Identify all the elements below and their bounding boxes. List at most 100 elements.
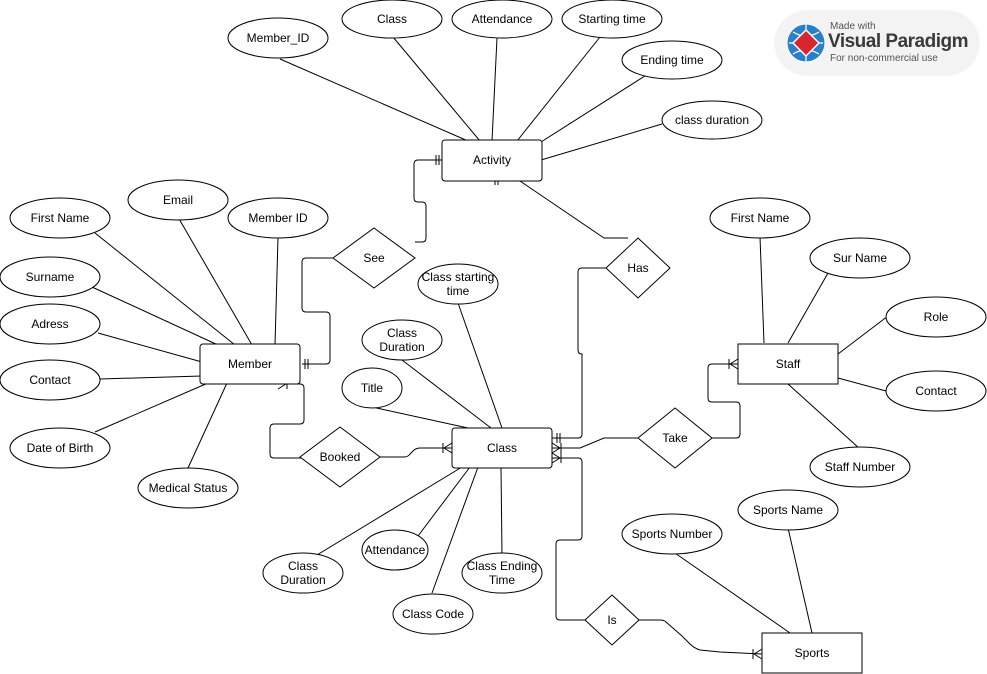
attribute-address: [0, 303, 101, 345]
attribute-label: Class: [377, 12, 407, 26]
attribute-date-of-birth: [9, 427, 111, 469]
cardinality-mark: [551, 452, 562, 464]
connector-line: [787, 383, 861, 450]
attribute-label: Duration: [280, 573, 325, 587]
member-attributes: First Name Email Member ID Surname Adres…: [0, 179, 329, 509]
entity-label: Member: [228, 357, 272, 371]
connector-line: [91, 286, 219, 346]
attribute-ending-time: [621, 40, 723, 80]
attribute-label: Class Code: [402, 607, 464, 621]
entity-label: Class: [487, 441, 517, 455]
relationship-label: Is: [607, 613, 616, 627]
attribute-attendance: [451, 0, 553, 39]
attribute-class-code: [392, 593, 474, 635]
sports-attributes: Sports Number Sports Name: [621, 489, 839, 555]
activity-attributes: Member_ID Class Attendance Starting time…: [227, 0, 763, 140]
attribute-role: [885, 296, 987, 338]
connector-line: [413, 159, 442, 243]
attribute-label: Date of Birth: [27, 441, 94, 455]
connector-line: [269, 383, 305, 459]
attribute-label: Email: [163, 193, 193, 207]
connector-line: [540, 73, 649, 143]
attribute-label: Duration: [379, 340, 424, 354]
attribute-label: Time: [489, 573, 516, 587]
attribute-contact: [0, 359, 101, 401]
attribute-label: Sports Name: [753, 503, 823, 517]
entity-class: [451, 427, 553, 469]
attribute-label: Title: [361, 381, 384, 395]
connector-line: [552, 457, 585, 621]
attribute-sports-name: [737, 489, 839, 531]
staff-attributes: First Name Sur Name Role Contact Staff N…: [709, 197, 987, 488]
entity-activity: [441, 139, 543, 182]
attribute-label: Sports Number: [632, 527, 713, 541]
attribute-starting-time: [561, 0, 663, 39]
attribute-class-duration-2: [262, 552, 344, 594]
connector-lines: [91, 36, 889, 655]
visual-paradigm-watermark: Made with Visual Paradigm For non-commer…: [776, 12, 978, 74]
connector-line: [552, 267, 608, 439]
entities: Activity Member Class Staff Sports: [199, 139, 863, 674]
watermark-brand: Visual Paradigm: [828, 31, 969, 52]
cardinality-mark: [728, 358, 739, 370]
attribute-email: [127, 179, 229, 221]
relationship-label: Has: [627, 261, 648, 275]
attribute-label: First Name: [731, 211, 790, 225]
entity-label: Sports: [795, 646, 830, 660]
relationship-has: [605, 237, 671, 299]
connector-line: [491, 37, 498, 142]
attribute-class-ending-time: [461, 552, 543, 594]
connector-line: [707, 363, 741, 439]
attribute-member-id: [227, 17, 329, 59]
connector-line: [392, 36, 481, 142]
connector-line: [274, 236, 279, 346]
watermark-made-with: Made with: [830, 21, 876, 32]
connector-line: [380, 447, 452, 458]
connector-line: [301, 257, 333, 365]
connector-line: [540, 123, 663, 161]
attribute-label: Class Ending: [467, 559, 538, 573]
attribute-label: Adress: [31, 317, 68, 331]
relationship-take: [637, 407, 713, 469]
attribute-class: [341, 0, 443, 39]
connector-line: [837, 377, 887, 392]
relationships: See Has Booked Take Is: [299, 227, 713, 646]
attribute-label: Staff Number: [825, 460, 895, 474]
attribute-label: time: [447, 284, 470, 298]
relationship-label: See: [363, 251, 385, 265]
connector-line: [787, 272, 829, 344]
attribute-first-name: [709, 197, 811, 239]
connector-line: [500, 466, 503, 557]
entity-staff: [737, 343, 839, 385]
relationship-see: [332, 227, 416, 289]
attribute-class-starting-time: [417, 263, 499, 305]
attribute-label: Ending time: [640, 53, 704, 67]
attribute-label: Sur Name: [833, 251, 887, 265]
attribute-first-name: [9, 197, 111, 239]
attribute-label: Attendance: [365, 543, 426, 557]
attribute-label: Medical Status: [149, 481, 228, 495]
connector-line: [187, 382, 228, 469]
attribute-title: [341, 367, 403, 409]
relationship-booked: [299, 426, 381, 488]
attribute-label: First Name: [31, 211, 90, 225]
class-attributes: Class starting time Class Duration Title…: [262, 263, 543, 635]
attribute-label: Contact: [915, 384, 957, 398]
attribute-label: Surname: [26, 270, 75, 284]
connector-line: [401, 359, 492, 429]
attribute-label: class duration: [675, 113, 749, 127]
attribute-attendance: [361, 529, 429, 571]
connector-line: [97, 332, 203, 363]
attribute-sur-name: [809, 237, 911, 279]
attribute-medical-status: [137, 467, 239, 509]
connector-line: [671, 550, 791, 634]
connector-line: [552, 437, 640, 449]
attribute-member-id: [227, 197, 329, 239]
attribute-label: Starting time: [578, 12, 646, 26]
connector-line: [279, 58, 469, 142]
attribute-sports-number: [621, 513, 723, 555]
connector-line: [99, 375, 203, 380]
attribute-class-duration: [361, 319, 443, 361]
attribute-label: Class starting: [422, 270, 495, 284]
